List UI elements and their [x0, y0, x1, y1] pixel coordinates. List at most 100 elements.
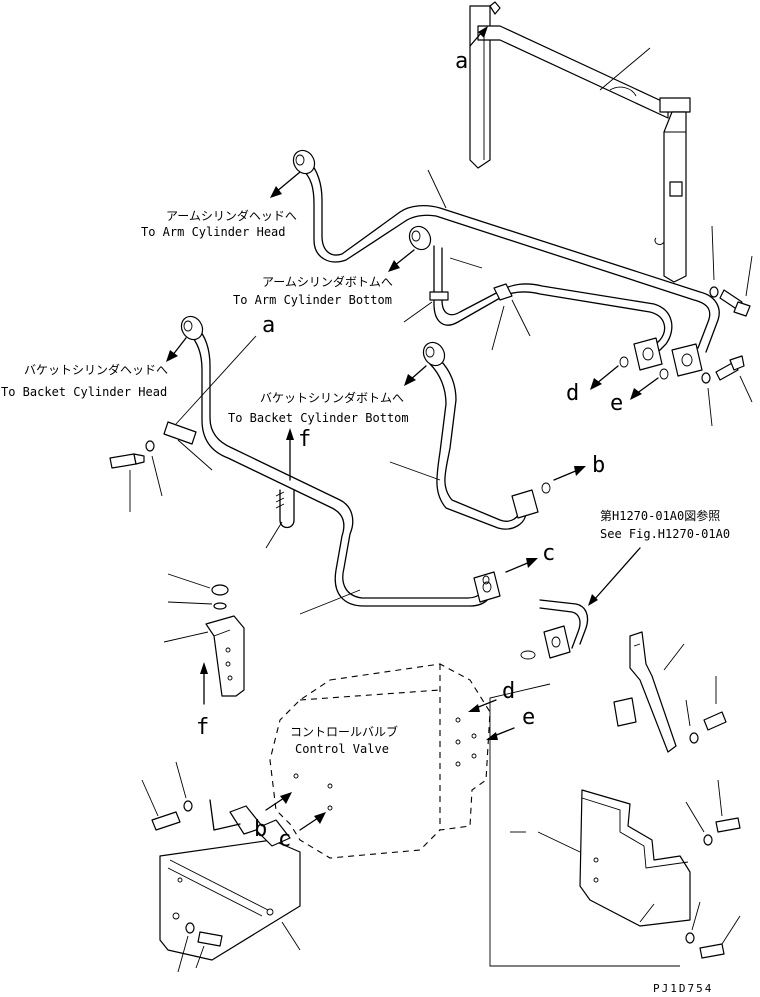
- arrow-e-left-line: [635, 377, 659, 395]
- label-see-fig-en: See Fig.H1270-01A0: [600, 527, 730, 541]
- arrow-c-right-head: [526, 558, 538, 568]
- callout-c-valve: c: [278, 827, 291, 852]
- leader-a-mid: [175, 335, 257, 425]
- leader-lever-washer: [685, 699, 691, 727]
- callout-d-valve: d: [502, 679, 515, 704]
- arrow-b-right-head: [574, 466, 586, 476]
- leader-bolt-left-2: [151, 455, 163, 497]
- label-bucket-bottom-jp: バケットシリンダボトムへ: [260, 390, 404, 405]
- leader-clamp: [163, 631, 209, 643]
- pipe-bucket-cylinder-bottom: [422, 341, 539, 530]
- bolt-group-left: [109, 421, 197, 469]
- callout-d-left: d: [566, 381, 579, 406]
- arrow-f-bottom-head: [200, 662, 208, 674]
- arrow-c-valve-head: [314, 812, 326, 824]
- label-bucket-head-en: To Backet Cylinder Head: [1, 385, 167, 399]
- leader-arm-bottom-clip: [491, 305, 505, 351]
- pipe-arm-cylinder-head: [292, 149, 720, 353]
- leader-u-bolt: [265, 521, 283, 549]
- arrow-bucket-bottom-head: [404, 374, 416, 386]
- bolt-group-lower-left: [151, 800, 223, 947]
- label-control-valve-jp: コントロールバルブ: [290, 724, 398, 739]
- leader-ll-washer: [175, 761, 187, 799]
- callout-a-top: a: [455, 49, 468, 74]
- leader-nut: [167, 573, 211, 589]
- leader-bolt-4: [739, 375, 753, 403]
- frame-bracket: [469, 1, 691, 283]
- u-bolt: [275, 489, 295, 529]
- arrow-e-left-head: [630, 388, 642, 400]
- leader-bolt-2: [745, 255, 753, 297]
- leader-bracket-to-valve: [489, 683, 680, 967]
- leader-bucket-bottom-pipe: [389, 461, 441, 481]
- leader-lever: [663, 643, 685, 671]
- arrow-e-valve-head: [486, 732, 498, 740]
- callout-a-mid: a: [262, 313, 275, 338]
- leader-lr-plate: [639, 903, 655, 923]
- leader-lr-bolt-2: [721, 915, 741, 945]
- arrow-a-top-head: [478, 26, 488, 38]
- label-arm-head-jp: アームシリンダヘッドへ: [166, 208, 297, 223]
- leader-bolt-3: [707, 387, 713, 427]
- arrow-see-fig-line: [593, 547, 641, 601]
- arrow-b-right-line: [553, 469, 579, 481]
- arrow-d-valve-line: [475, 699, 497, 709]
- arrow-d-valve-head: [468, 704, 480, 712]
- leader-frame: [599, 47, 651, 91]
- callout-b-valve: b: [254, 817, 267, 842]
- leader-bucket-head-pipe: [299, 589, 361, 615]
- arrow-f-top-head: [286, 428, 294, 440]
- leader-arm-bottom-bracket: [449, 257, 483, 269]
- arrow-bucket-head-line: [171, 337, 187, 357]
- arrow-d-left-line: [595, 365, 619, 385]
- leader-lr-bracket: [537, 831, 581, 853]
- bracket-lower-left: [159, 799, 301, 961]
- pipe-bucket-cylinder-head: [180, 315, 501, 607]
- label-bucket-bottom-en: To Backet Cylinder Bottom: [228, 411, 409, 425]
- bracket-lower-right: [579, 789, 741, 959]
- arrow-c-valve-line: [299, 817, 319, 831]
- arrow-arm-bottom-line: [393, 249, 415, 267]
- flanges-right: [482, 337, 703, 585]
- arrow-arm-bottom-head: [388, 260, 400, 272]
- label-arm-bottom-en: To Arm Cylinder Bottom: [233, 293, 392, 307]
- arrow-arm-head-line: [275, 171, 301, 193]
- callout-e-valve: e: [522, 705, 535, 730]
- arrow-see-fig-head: [588, 594, 598, 606]
- callout-f-top: f: [298, 427, 311, 452]
- leader-washer: [167, 601, 213, 605]
- arrow-b-valve-line: [265, 797, 285, 811]
- label-arm-bottom-jp: アームシリンダボトムへ: [262, 274, 393, 289]
- leader-lr-washer-2: [691, 901, 701, 931]
- pipe-arm-cylinder-bottom: [408, 225, 673, 357]
- arrow-c-right-line: [505, 561, 531, 573]
- control-valve: [269, 663, 491, 859]
- arrow-d-left-head: [590, 378, 602, 390]
- callout-b-right: b: [592, 453, 605, 478]
- callout-c-right: c: [542, 541, 555, 566]
- leader-plate: [177, 439, 213, 471]
- pipe-see-fig: [520, 599, 589, 660]
- arrow-bucket-head-head: [166, 350, 178, 362]
- label-arm-head-en: To Arm Cylinder Head: [141, 225, 286, 239]
- drawing-code: PJ1D754: [653, 982, 713, 995]
- arrow-a-top-line: [469, 31, 483, 47]
- leader-ll-bolt-2: [195, 945, 205, 969]
- leader-ll-washer-2: [177, 935, 189, 973]
- leader-ll-bracket: [281, 921, 301, 951]
- callout-e-left: e: [610, 391, 623, 416]
- leader-arm-bottom-clip-2: [511, 299, 531, 337]
- arrow-arm-head-head: [270, 186, 282, 198]
- leader-lr-washer-1: [685, 801, 705, 833]
- leader-bolt-1: [711, 225, 715, 281]
- label-see-fig-jp: 第H1270-01A0図参照: [600, 508, 720, 523]
- arrow-e-valve-line: [493, 727, 515, 737]
- clamp-bracket: [205, 584, 245, 697]
- leader-arm-head-pipe: [427, 169, 447, 209]
- leader-arm-bottom-clamp: [403, 301, 433, 323]
- leader-ll-bolt-1: [141, 779, 159, 817]
- leader-lr-bolt-1: [717, 779, 723, 817]
- lever-assembly: [613, 631, 727, 753]
- label-control-valve-en: Control Valve: [295, 742, 389, 756]
